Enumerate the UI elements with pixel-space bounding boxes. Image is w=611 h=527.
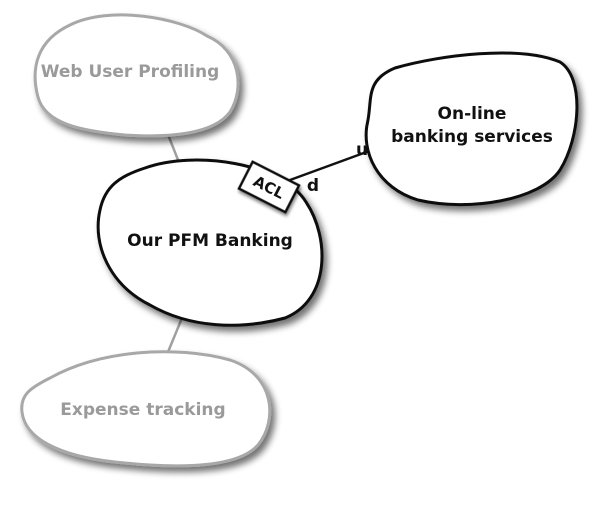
acl-box: ACL xyxy=(237,160,301,214)
upstream-marker: u xyxy=(356,140,368,160)
context-web-user-profiling-label: Web User Profiling xyxy=(41,62,220,82)
context-web-user-profiling-shape xyxy=(33,13,240,138)
connector-acl-online-banking xyxy=(288,148,374,182)
downstream-marker: d xyxy=(307,176,319,196)
acl-box-shape xyxy=(237,160,301,214)
context-expense-tracking: Expense tracking xyxy=(20,350,272,468)
context-online-banking-services-label-line2: banking services xyxy=(391,127,553,147)
context-online-banking-services-shape xyxy=(364,51,579,207)
context-online-banking-services-label-line1: On-line xyxy=(438,104,507,124)
context-expense-tracking-shape xyxy=(20,350,272,468)
connector-pfm-expense-tracking xyxy=(166,316,184,354)
context-online-banking-services: On-line banking services xyxy=(364,51,579,207)
context-expense-tracking-label: Expense tracking xyxy=(60,400,225,420)
context-web-user-profiling: Web User Profiling xyxy=(33,13,240,138)
context-our-pfm-banking-label: Our PFM Banking xyxy=(127,231,293,251)
